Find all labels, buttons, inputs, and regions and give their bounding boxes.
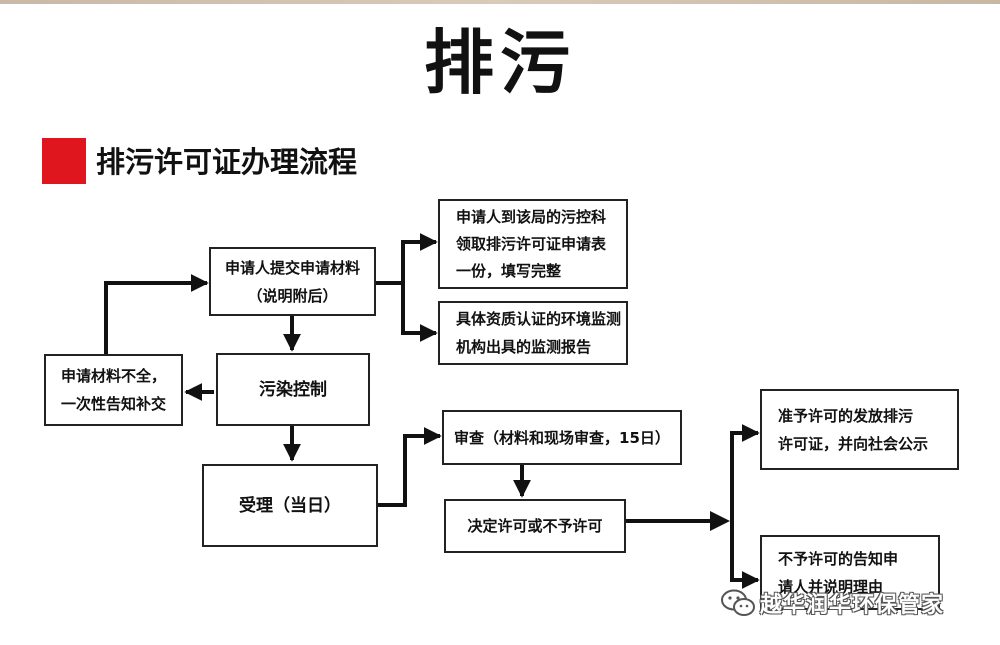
node-accept: 受理（当日） xyxy=(202,464,378,547)
node-text: 领取排污许可证申请表 xyxy=(456,234,607,253)
arrow-incomplete-to-submit xyxy=(104,274,209,354)
section-marker xyxy=(42,138,86,184)
node-text: 机构出具的监测报告 xyxy=(456,338,592,356)
wechat-icon xyxy=(721,589,755,616)
node-review: 审查（材料和现场审查，15日） xyxy=(442,410,682,465)
node-text: 申请人到该局的污控科 xyxy=(456,207,607,226)
node-deny-permit: 不予许可的告知申 请人并说明理由 xyxy=(760,535,940,610)
node-text: 审查（材料和现场审查，15日） xyxy=(454,428,670,447)
node-text: 一次性告知补交 xyxy=(60,395,166,413)
node-pollution-control: 污染控制 xyxy=(216,353,370,426)
node-text: 申请材料不全， xyxy=(60,367,166,385)
node-text: 申请人提交申请材料 xyxy=(224,258,360,277)
watermark-text: 越华润华环保管家 xyxy=(760,593,945,618)
watermark: 越华润华环保管家 xyxy=(720,585,944,621)
node-text: 一份，填写完整 xyxy=(456,261,562,280)
arrow-decide-to-grant xyxy=(730,424,760,521)
node-grant-permit: 准予许可的发放排污 许可证，并向社会公示 xyxy=(760,389,959,470)
node-decide: 决定许可或不予许可 xyxy=(444,499,626,553)
page-title: 排污 xyxy=(424,21,576,104)
node-text: 不予许可的告知申 xyxy=(778,549,899,568)
arrow-submit-to-report xyxy=(376,281,438,342)
arrow-accept-to-review xyxy=(378,427,442,507)
node-submit-materials: 申请人提交申请材料 （说明附后） xyxy=(209,247,376,316)
node-text: 污染控制 xyxy=(259,379,327,400)
node-text: 许可证，并向社会公示 xyxy=(778,434,929,453)
section-title: 排污许可证办理流程 xyxy=(96,145,358,179)
node-text: 请人并说明理由 xyxy=(778,577,884,596)
node-incomplete-materials: 申请材料不全， 一次性告知补交 xyxy=(44,354,183,426)
node-get-form: 申请人到该局的污控科 领取排污许可证申请表 一份，填写完整 xyxy=(438,199,628,289)
arrow-decide-to-deny xyxy=(730,521,760,589)
node-monitoring-report: 具体资质认证的环境监测 机构出具的监测报告 xyxy=(438,301,628,365)
node-text: 决定许可或不予许可 xyxy=(467,517,603,535)
arrow-submit-to-form xyxy=(376,233,438,285)
junction-arrowhead xyxy=(710,511,730,531)
top-border xyxy=(0,0,1000,4)
node-text: 具体资质认证的环境监测 xyxy=(456,310,622,328)
node-text: 受理（当日） xyxy=(239,495,341,516)
node-text: 准予许可的发放排污 xyxy=(778,406,914,425)
node-text: （说明附后） xyxy=(247,286,338,305)
